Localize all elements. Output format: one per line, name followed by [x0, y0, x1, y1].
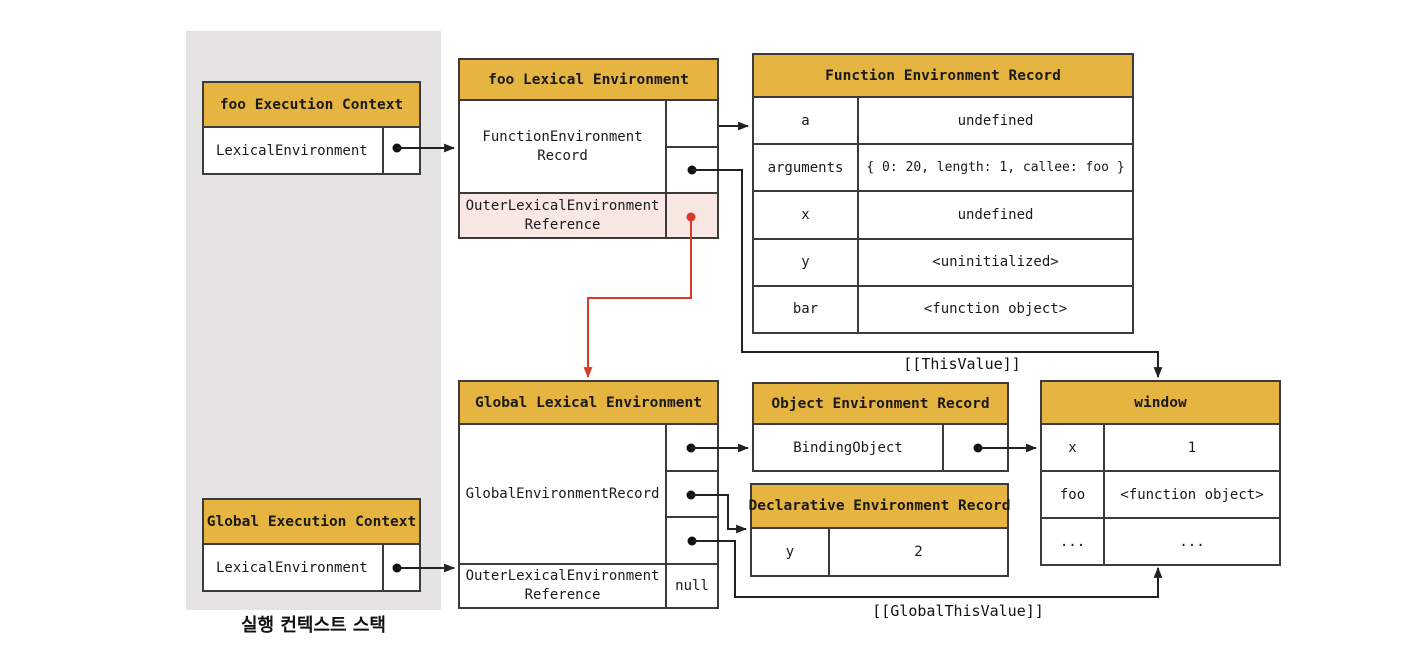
- fer-key-x: x: [754, 192, 859, 238]
- function-environment-record-table: Function Environment Record a undefined …: [752, 53, 1134, 334]
- binding-object-cell: BindingObject: [793, 439, 903, 456]
- foo-lexical-environment-box: foo Lexical Environment FunctionEnvironm…: [458, 58, 719, 239]
- global-le-outer-null-cell: null: [665, 565, 717, 607]
- foo-le-record-pointer-slot-2: [667, 148, 717, 193]
- outer-line-2: Reference: [524, 216, 601, 233]
- declarative-environment-record-box: Declarative Environment Record y 2: [749, 483, 1010, 577]
- global-le-pointer-slot-2: [667, 472, 717, 519]
- window-value-x: 1: [1187, 439, 1197, 456]
- stack-caption: 실행 컨텍스트 스택: [240, 615, 386, 636]
- global-lexical-environment-box: Global Lexical Environment GlobalEnviron…: [458, 380, 719, 609]
- foo-ec-lexical-environment-cell: LexicalEnvironment: [216, 142, 368, 159]
- global-le-outer-reference-cell: OuterLexicalEnvironment Reference: [460, 565, 665, 607]
- this-value-label: [[ThisValue]]: [903, 355, 1021, 373]
- window-object-table: window x 1 foo <function object> ... ...: [1040, 380, 1281, 566]
- fer-key-a: a: [754, 98, 859, 144]
- fer-value-arguments: { 0: 20, length: 1, callee: foo }: [866, 160, 1125, 176]
- foo-execution-context-box: foo Execution Context LexicalEnvironment: [202, 81, 421, 175]
- global-le-pointer-slot-1: [667, 425, 717, 472]
- foo-le-outer-pointer-slot: [665, 194, 717, 237]
- foo-ec-pointer-cell: [382, 128, 419, 173]
- table-row: arguments { 0: 20, length: 1, callee: fo…: [754, 143, 1132, 191]
- oer-pointer-cell: [942, 425, 1007, 470]
- global-this-value-label: [[GlobalThisValue]]: [872, 602, 1044, 620]
- der-value-y: 2: [914, 544, 923, 560]
- table-row: bar <function object>: [754, 284, 1132, 333]
- table-row: x undefined: [754, 190, 1132, 238]
- window-key-foo: foo: [1042, 472, 1105, 517]
- fer-value-y: <uninitialized>: [932, 254, 1059, 271]
- object-environment-record-box: Object Environment Record BindingObject: [752, 382, 1009, 472]
- fer-key-y: y: [754, 239, 859, 285]
- table-row: y <uninitialized>: [754, 237, 1132, 285]
- global-le-pointer-slot-3: [667, 518, 717, 563]
- global-environment-record-cell: GlobalEnvironmentRecord: [465, 486, 660, 502]
- table-row: y 2: [752, 529, 1007, 575]
- fer-value-a: undefined: [957, 112, 1034, 129]
- window-title: window: [1042, 382, 1279, 425]
- arrow-outer-reference-to-global-le: [583, 217, 692, 379]
- declarative-environment-record-title: Declarative Environment Record: [749, 485, 1010, 529]
- table-row: foo <function object>: [1042, 470, 1279, 517]
- window-value-ellipsis: ...: [1179, 533, 1205, 550]
- global-ec-pointer-cell: [382, 545, 419, 590]
- function-environment-record-title: Function Environment Record: [754, 55, 1132, 98]
- global-lexical-environment-title: Global Lexical Environment: [460, 382, 717, 425]
- window-key-ellipsis: ...: [1042, 519, 1105, 564]
- table-row: a undefined: [754, 98, 1132, 144]
- fer-value-x: undefined: [957, 207, 1034, 223]
- foo-lexical-environment-title: foo Lexical Environment: [460, 60, 717, 101]
- fer-key-bar: bar: [754, 286, 859, 333]
- der-key-y: y: [752, 529, 830, 575]
- table-row: ... ...: [1042, 517, 1279, 564]
- foo-execution-context-title: foo Execution Context: [204, 83, 419, 128]
- global-ec-lexical-environment-cell: LexicalEnvironment: [216, 559, 368, 576]
- foo-le-record-pointer-slot-1: [667, 101, 717, 148]
- fer-key-arguments: arguments: [754, 145, 859, 191]
- fer-value-bar: <function object>: [923, 301, 1068, 318]
- record-line-1: FunctionEnvironment: [482, 128, 643, 145]
- global-execution-context-box: Global Execution Context LexicalEnvironm…: [202, 498, 421, 592]
- window-key-x: x: [1042, 425, 1105, 470]
- global-execution-context-title: Global Execution Context: [204, 500, 419, 545]
- function-environment-record-cell: FunctionEnvironment Record: [460, 101, 665, 192]
- record-line-2: Record: [537, 147, 588, 164]
- foo-le-outer-reference-cell: OuterLexicalEnvironment Reference: [460, 194, 665, 237]
- object-environment-record-title: Object Environment Record: [754, 384, 1007, 425]
- outer-line-1: OuterLexicalEnvironment: [465, 568, 660, 585]
- table-row: x 1: [1042, 425, 1279, 470]
- window-value-foo: <function object>: [1120, 486, 1264, 503]
- outer-line-2: Reference: [524, 587, 601, 603]
- outer-line-1: OuterLexicalEnvironment: [465, 197, 660, 214]
